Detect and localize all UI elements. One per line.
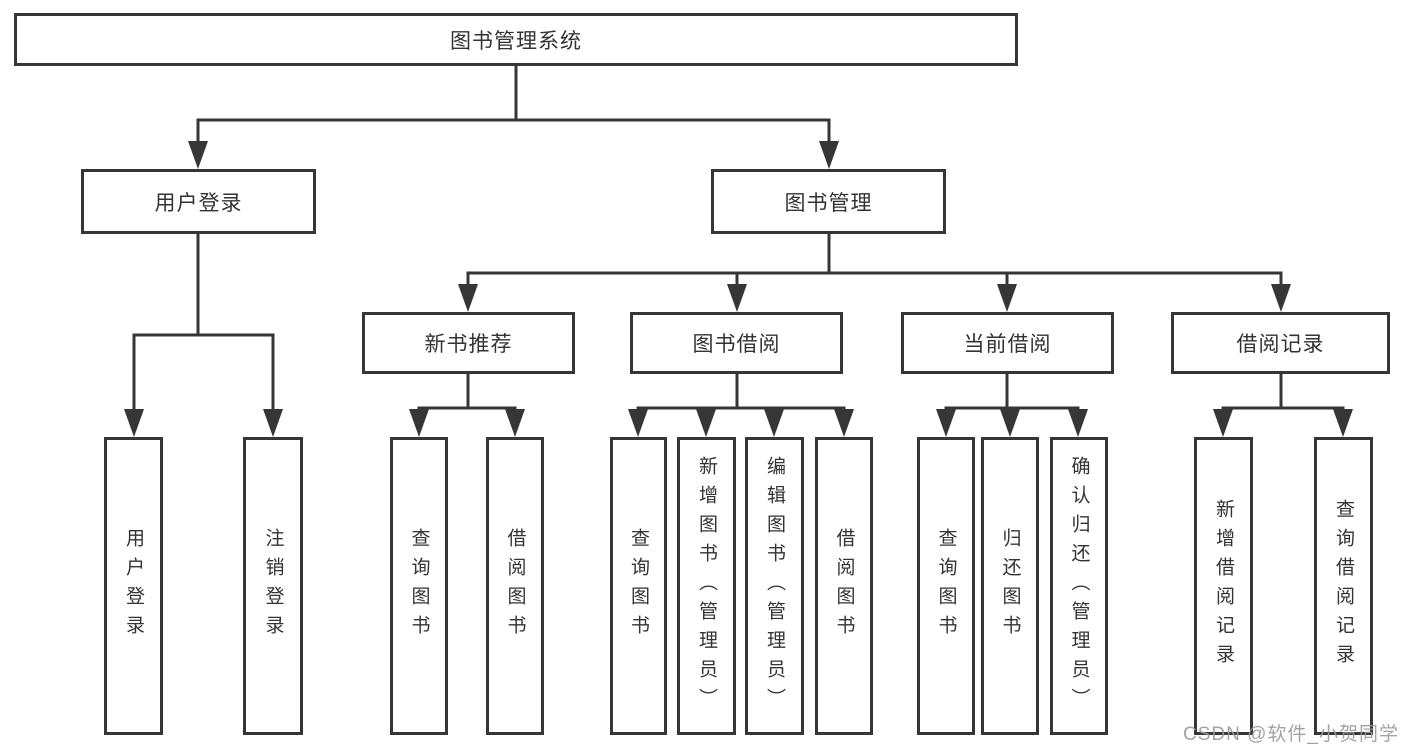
leaf-current-return-books-label: 归还图书 bbox=[999, 528, 1021, 644]
node-root-label: 图书管理系统 bbox=[450, 29, 582, 53]
node-new-book-recommend-label: 新书推荐 bbox=[424, 333, 513, 356]
connector-new-book-recommend-branch bbox=[409, 374, 525, 437]
leaf-user-login-label: 用户登录 bbox=[123, 528, 144, 644]
node-book-borrow-label: 图书借阅 bbox=[692, 333, 781, 356]
leaf-record-query: 查询借阅记录 bbox=[1314, 437, 1373, 735]
node-book-management-label: 图书管理 bbox=[784, 191, 873, 215]
node-borrow-records: 借阅记录 bbox=[1171, 312, 1390, 374]
connector-borrow-records-branch bbox=[1213, 374, 1353, 437]
leaf-borrow-edit-books-admin: 编辑图书（管理员） bbox=[745, 437, 804, 735]
leaf-record-query-label: 查询借阅记录 bbox=[1333, 499, 1354, 673]
leaf-borrow-add-books-admin: 新增图书（管理员） bbox=[677, 437, 736, 735]
leaf-borrow-edit-books-admin-label: 编辑图书（管理员） bbox=[764, 455, 785, 717]
leaf-borrow-borrow-books: 借阅图书 bbox=[815, 437, 873, 735]
node-current-borrow-label: 当前借阅 bbox=[963, 333, 1052, 356]
leaf-borrow-borrow-books-label: 借阅图书 bbox=[833, 528, 855, 644]
node-book-borrow: 图书借阅 bbox=[630, 312, 843, 374]
node-new-book-recommend: 新书推荐 bbox=[362, 312, 575, 374]
leaf-logout-login: 注销登录 bbox=[243, 437, 303, 735]
leaf-newbook-borrow-books-label: 借阅图书 bbox=[504, 528, 526, 644]
leaf-record-add-label: 新增借阅记录 bbox=[1213, 499, 1234, 673]
node-book-management: 图书管理 bbox=[711, 169, 946, 234]
connector-root-to-level2 bbox=[188, 66, 839, 169]
leaf-borrow-query-books-label: 查询图书 bbox=[628, 528, 649, 644]
leaf-current-confirm-return-admin-label: 确认归还（管理员） bbox=[1068, 455, 1090, 717]
node-user-login: 用户登录 bbox=[81, 169, 316, 234]
leaf-newbook-borrow-books: 借阅图书 bbox=[486, 437, 544, 735]
leaf-current-query-books-label: 查询图书 bbox=[935, 528, 957, 644]
leaf-user-login: 用户登录 bbox=[104, 437, 163, 735]
leaf-borrow-query-books: 查询图书 bbox=[610, 437, 667, 735]
connector-user-login-branch bbox=[124, 234, 283, 437]
node-current-borrow: 当前借阅 bbox=[901, 312, 1114, 374]
node-user-login-label: 用户登录 bbox=[154, 191, 243, 215]
leaf-current-query-books: 查询图书 bbox=[917, 437, 975, 735]
leaf-current-confirm-return-admin: 确认归还（管理员） bbox=[1050, 437, 1108, 735]
connector-book-borrow-branch bbox=[628, 374, 854, 437]
leaf-record-add: 新增借阅记录 bbox=[1194, 437, 1253, 735]
connector-current-borrow-branch bbox=[936, 374, 1088, 437]
node-root: 图书管理系统 bbox=[14, 13, 1018, 66]
leaf-borrow-add-books-admin-label: 新增图书（管理员） bbox=[696, 455, 717, 717]
leaf-newbook-query-books-label: 查询图书 bbox=[408, 528, 430, 644]
node-borrow-records-label: 借阅记录 bbox=[1236, 333, 1325, 356]
connector-book-management-to-level3 bbox=[458, 234, 1291, 312]
leaf-logout-login-label: 注销登录 bbox=[262, 528, 284, 644]
leaf-current-return-books: 归还图书 bbox=[981, 437, 1039, 735]
leaf-newbook-query-books: 查询图书 bbox=[390, 437, 448, 735]
